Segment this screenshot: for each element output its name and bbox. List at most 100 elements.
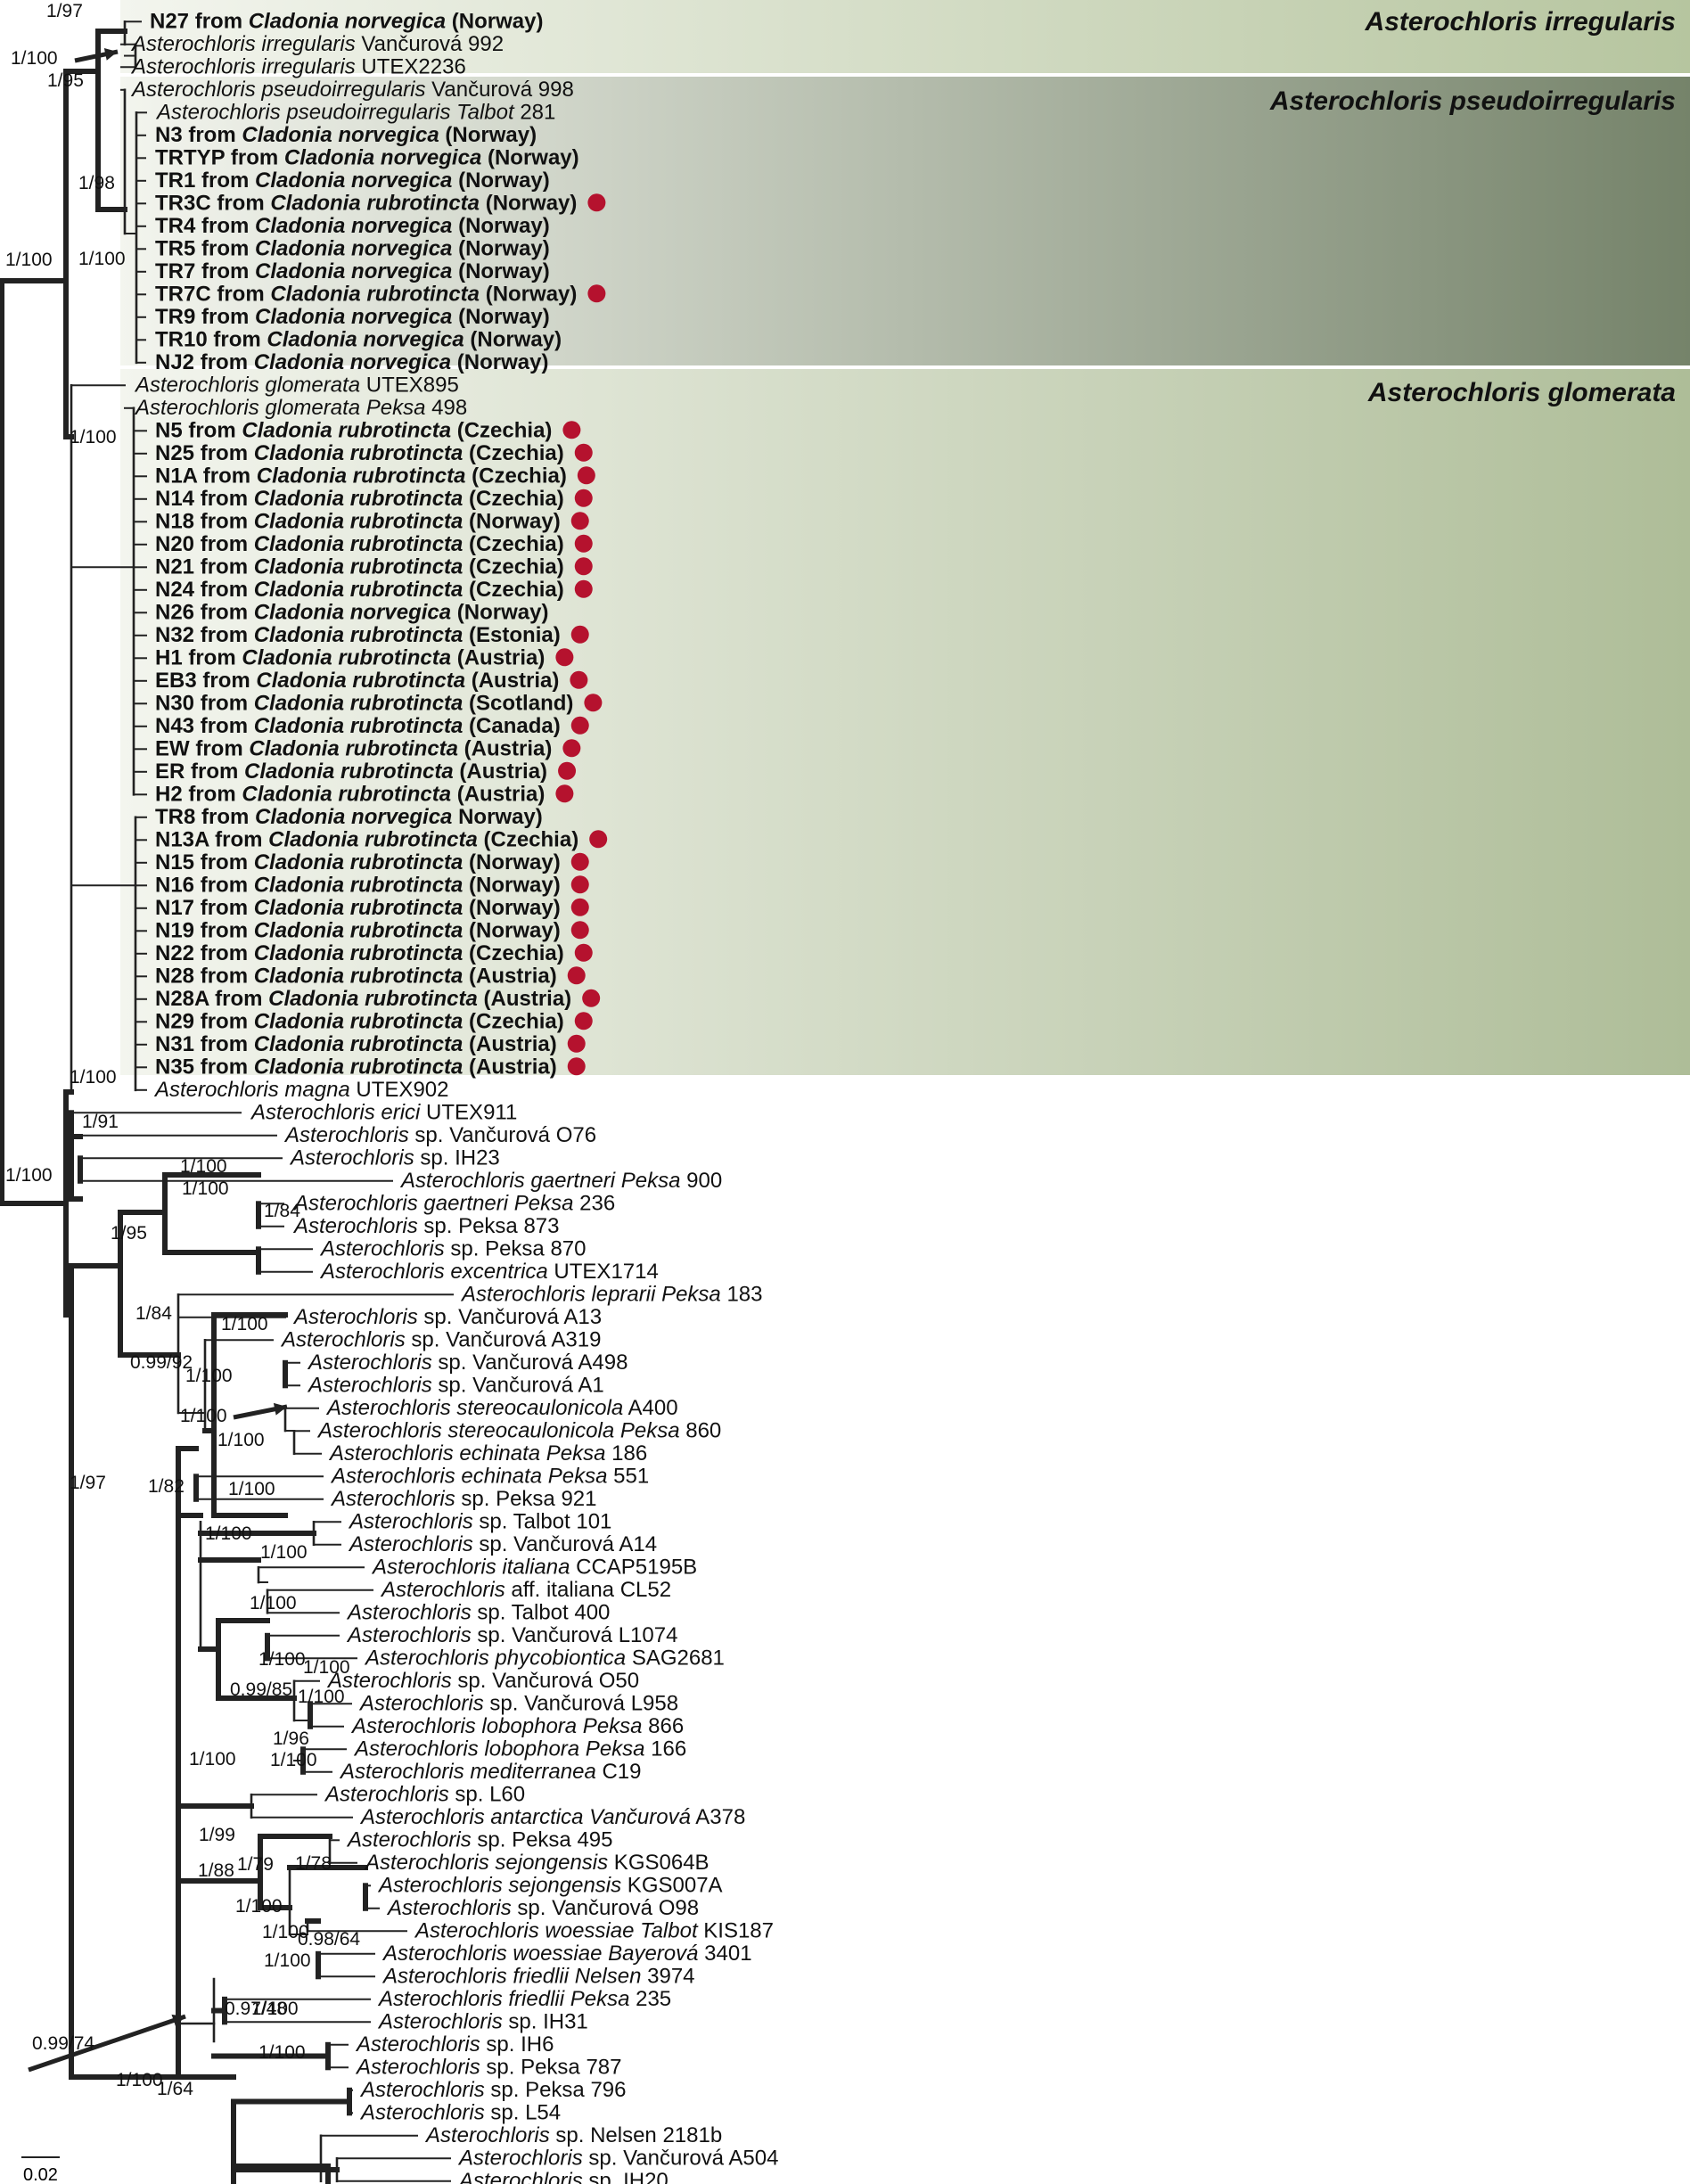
leaf-species: Asterochloris woessiae Talbot [414, 1918, 699, 1942]
leaf-label: EW from Cladonia rubrotincta (Austria) [155, 736, 552, 760]
leaf-species: Cladonia rubrotincta [254, 487, 464, 511]
leaf-label: Asterochloris sp. Vančurová L1074 [346, 1623, 677, 1647]
leaf-isolate: TRTYP from [155, 145, 284, 169]
leaf-label: Asterochloris sp. Talbot 400 [346, 1600, 610, 1624]
leaf-label: Asterochloris sejongensis KGS007A [377, 1873, 723, 1897]
leaf-species: Cladonia rubrotincta [254, 1055, 464, 1079]
leaf-species: Asterochloris [359, 2078, 485, 2102]
leaf-suffix: (Czechia) [451, 418, 552, 442]
leaf-species: Cladonia norvegica [255, 259, 452, 283]
clade-label-irregularis: Asterochloris irregularis [1365, 7, 1676, 37]
support-value: 1/100 [260, 1542, 308, 1563]
clade-label-pseudoirregularis: Asterochloris pseudoirregularis [1269, 86, 1676, 116]
leaf-species: Cladonia rubrotincta [254, 850, 464, 874]
support-value: 1/100 [182, 1178, 229, 1199]
host-marker-dot [570, 875, 589, 894]
support-value: 0.99/92 [130, 1352, 193, 1373]
leaf-species: Asterochloris glomerata Peksa [134, 396, 425, 420]
leaf-suffix: (Norway) [463, 896, 560, 920]
leaf-label: Asterochloris sp. IH20 [457, 2169, 669, 2184]
leaf-species: Asterochloris [319, 1236, 445, 1260]
leaf-label: N25 from Cladonia rubrotincta (Czechia) [155, 441, 564, 465]
clade-label-glomerata: Asterochloris glomerata [1367, 378, 1676, 407]
leaf-label: H2 from Cladonia rubrotincta (Austria) [155, 782, 545, 806]
leaf-label: Asterochloris sp. Nelsen 2181b [424, 2123, 722, 2147]
leaf-label: N29 from Cladonia rubrotincta (Czechia) [155, 1009, 564, 1033]
leaf-isolate: N28A from [155, 987, 268, 1011]
leaf-label: N1A from Cladonia rubrotincta (Czechia) [155, 464, 567, 488]
leaf-label: Asterochloris sp. Peksa 873 [292, 1214, 559, 1238]
leaf-species: Asterochloris [359, 2100, 485, 2124]
leaf-suffix: (Canada) [463, 714, 560, 738]
leaf-species: Asterochloris lobophora Peksa [353, 1737, 645, 1761]
leaf-suffix: sp. IH6 [480, 2032, 554, 2057]
leaf-suffix: C19 [596, 1760, 642, 1784]
leaf-species: Asterochloris lobophora Peksa [350, 1714, 643, 1738]
leaf-isolate: N14 from [155, 487, 254, 511]
leaf-species: Asterochloris [348, 1509, 473, 1533]
leaf-suffix: (Czechia) [463, 554, 563, 579]
leaf-isolate: TR5 from [155, 236, 255, 260]
leaf-label: Asterochloris echinata Peksa 551 [330, 1464, 649, 1488]
leaf-suffix: KGS007A [621, 1873, 722, 1897]
support-value: 1/100 [217, 1430, 265, 1450]
leaf-label: N15 from Cladonia rubrotincta (Norway) [155, 850, 561, 874]
leaf-isolate: N22 from [155, 941, 254, 965]
leaf-label: Asterochloris sp. Vančurová L958 [358, 1691, 678, 1715]
leaf-species: Asterochloris [348, 1532, 473, 1556]
leaf-species: Asterochloris stereocaulonicola Peksa [316, 1418, 680, 1442]
leaf-label: Asterochloris sp. Peksa 796 [359, 2078, 626, 2102]
leaf-isolate: N31 from [155, 1032, 254, 1056]
leaf-suffix: (Czechia) [478, 827, 578, 851]
leaf-species: Asterochloris gaertneri Peksa [292, 1191, 573, 1215]
leaf-suffix: (Czechia) [463, 487, 563, 511]
leaf-species: Cladonia rubrotincta [268, 827, 478, 851]
leaf-label: N19 from Cladonia rubrotincta (Norway) [155, 918, 561, 942]
leaf-isolate: N27 from [150, 9, 249, 33]
leaf-label: N5 from Cladonia rubrotincta (Czechia) [155, 418, 552, 442]
leaf-suffix: 3401 [699, 1942, 752, 1966]
leaf-suffix: (Czechia) [463, 578, 563, 602]
leaf-suffix: sp. Vančurová A504 [583, 2146, 779, 2170]
leaf-suffix: (Czechia) [463, 441, 563, 465]
leaf-labels: N27 from Cladonia norvegica (Norway) Aste… [130, 9, 778, 2184]
leaf-label: N26 from Cladonia norvegica (Norway) [155, 600, 548, 624]
leaf-label: N27 from Cladonia norvegica (Norway) [150, 9, 543, 33]
leaf-label: Asterochloris sp. Vančurová O50 [326, 1669, 639, 1693]
leaf-suffix: (Austria) [451, 645, 545, 669]
leaf-species: Cladonia rubrotincta [244, 759, 454, 784]
leaf-suffix: sp. Vančurová L1074 [472, 1623, 678, 1647]
leaf-label: Asterochloris woessiae Bayerová 3401 [381, 1942, 752, 1966]
leaf-species: Asterochloris [377, 2009, 503, 2033]
leaf-isolate: N35 from [155, 1055, 254, 1079]
leaf-suffix: (Austria) [478, 987, 571, 1011]
leaf-suffix: (Norway) [452, 236, 549, 260]
support-arrow [28, 2014, 186, 2073]
support-arrow-head [171, 2014, 185, 2027]
support-value: 1/100 [258, 2042, 306, 2063]
host-marker-dot [567, 966, 586, 985]
leaf-suffix: sp. Peksa 873 [418, 1214, 560, 1238]
leaf-species: Asterochloris leprarii Peksa [460, 1282, 721, 1306]
leaf-label: TR3C from Cladonia rubrotincta (Norway) [155, 191, 577, 215]
support-value: 1/100 [235, 1896, 283, 1917]
leaf-label: Asterochloris sp. IH6 [355, 2032, 554, 2057]
leaf-label: ER from Cladonia rubrotincta (Austria) [155, 759, 547, 784]
leaf-species: Asterochloris [307, 1351, 432, 1375]
leaf-label: TR4 from Cladonia norvegica (Norway) [155, 214, 550, 238]
support-value: 1/100 [251, 1999, 299, 2019]
leaf-species: Cladonia rubrotincta [254, 691, 464, 715]
leaf-suffix: (Czechia) [465, 464, 566, 488]
leaf-label: Asterochloris phycobiontica SAG2681 [364, 1646, 725, 1670]
leaf-label: Asterochloris gaertneri Peksa 900 [399, 1169, 722, 1193]
leaf-suffix: A400 [623, 1396, 677, 1420]
leaf-species: Cladonia rubrotincta [254, 964, 464, 988]
leaf-species: Asterochloris [326, 1669, 452, 1693]
leaf-suffix: (Norway) [463, 918, 560, 942]
leaf-label: Asterochloris sp. L54 [359, 2100, 561, 2124]
host-marker-dot [570, 921, 589, 940]
leaf-isolate: TR10 from [155, 327, 267, 351]
leaf-label: Asterochloris sp. Vančurová A319 [280, 1327, 601, 1351]
leaf-suffix: (Norway) [439, 123, 537, 147]
leaf-isolate: N19 from [155, 918, 254, 942]
